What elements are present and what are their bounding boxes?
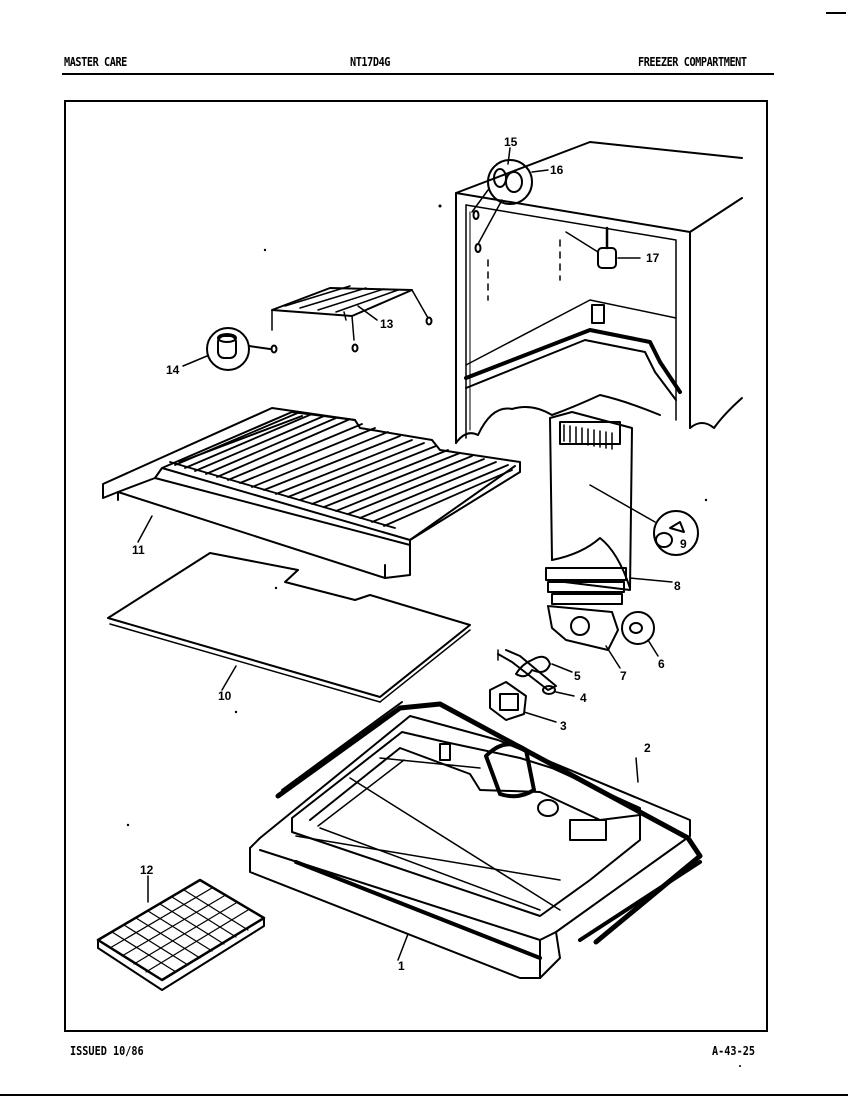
corner-mark bbox=[826, 12, 846, 14]
part-15-16-light bbox=[471, 147, 549, 245]
callout-4: 4 bbox=[580, 691, 587, 705]
header-model: NT17D4G bbox=[350, 55, 391, 69]
callout-3: 3 bbox=[560, 719, 567, 733]
footer-page-code: A-43-25 bbox=[712, 1044, 755, 1058]
callout-13: 13 bbox=[380, 317, 394, 331]
scan-specks bbox=[126, 204, 741, 1067]
diagram-frame bbox=[64, 100, 768, 1032]
part-3-motor bbox=[489, 681, 557, 723]
part-14-cap bbox=[182, 327, 271, 371]
part-10-plate bbox=[107, 552, 471, 703]
callout-6: 6 bbox=[658, 657, 665, 671]
callout-15: 15 bbox=[504, 135, 518, 149]
callout-10: 10 bbox=[218, 689, 232, 703]
part-8-duct bbox=[545, 411, 673, 605]
part-11-shelf bbox=[102, 407, 521, 579]
freezer-cabinet bbox=[455, 141, 743, 444]
callout-12: 12 bbox=[140, 863, 154, 877]
callout-11: 11 bbox=[132, 543, 145, 557]
part-6-grommet bbox=[621, 611, 659, 657]
header-section: FREEZER COMPARTMENT bbox=[638, 55, 747, 69]
part-7-bracket bbox=[547, 605, 621, 669]
footer-issued: ISSUED 10/86 bbox=[70, 1044, 144, 1058]
callout-17: 17 bbox=[646, 251, 660, 265]
part-2-gasket bbox=[275, 701, 703, 945]
header-brand: MASTER CARE bbox=[64, 55, 127, 69]
part-9-clip bbox=[653, 510, 699, 556]
callout-14: 14 bbox=[166, 363, 180, 377]
part-13-rack bbox=[270, 285, 433, 354]
callout-7: 7 bbox=[620, 669, 627, 683]
callout-labels: 1 2 3 4 5 6 7 8 9 10 11 12 13 14 15 16 1… bbox=[132, 135, 687, 973]
callout-9: 9 bbox=[680, 537, 687, 551]
part-4-screw bbox=[542, 685, 575, 697]
callout-1: 1 bbox=[398, 959, 405, 973]
part-5-fan bbox=[497, 649, 573, 691]
part-12-ice-tray bbox=[96, 875, 266, 991]
callout-5: 5 bbox=[574, 669, 581, 683]
bottom-rule bbox=[0, 1094, 848, 1096]
header-rule bbox=[62, 73, 774, 75]
callout-2: 2 bbox=[644, 741, 651, 755]
callout-8: 8 bbox=[674, 579, 681, 593]
callout-16: 16 bbox=[550, 163, 564, 177]
part-1-pan bbox=[249, 715, 702, 979]
